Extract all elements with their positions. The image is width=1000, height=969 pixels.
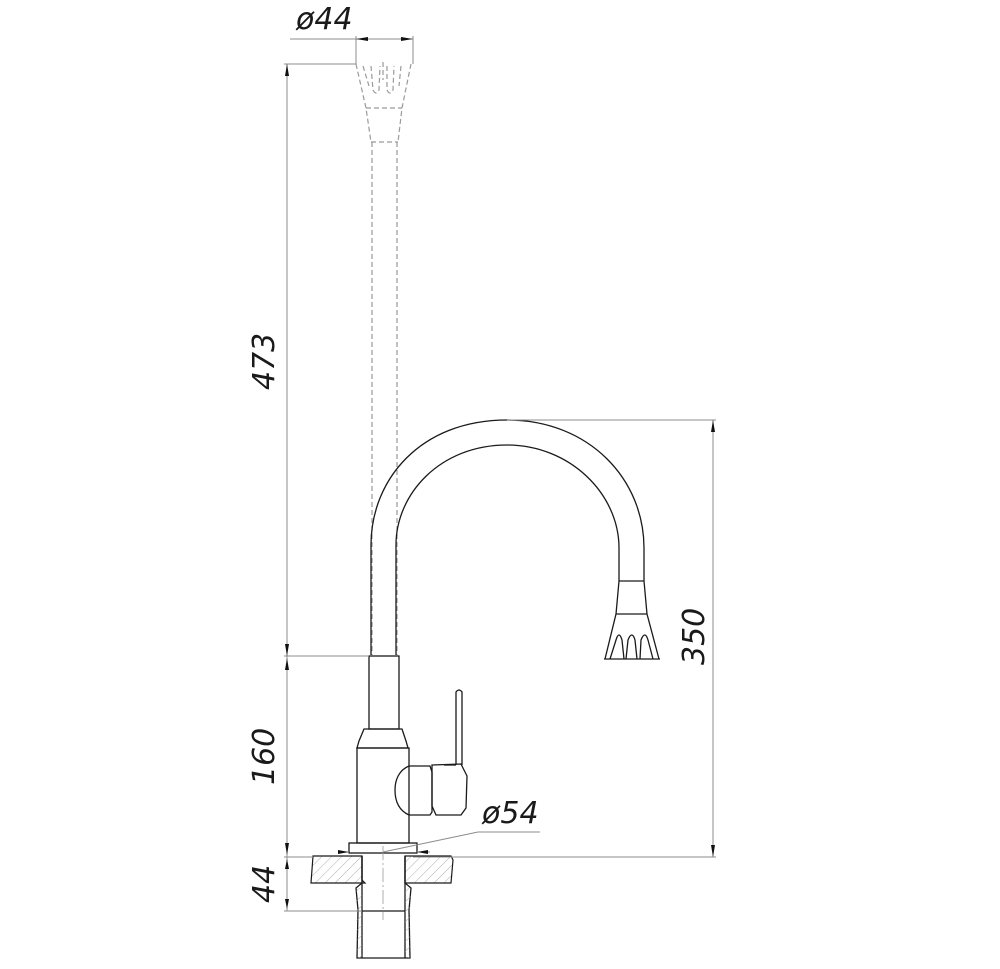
dim-label-spout-height: 350 bbox=[677, 608, 712, 665]
raised-spout-hidden-outline bbox=[355, 62, 412, 655]
dim-label-mount-length: 44 bbox=[247, 865, 282, 903]
faucet-body bbox=[348, 655, 468, 854]
aerator bbox=[604, 580, 660, 660]
dimension-mount-length: 44 bbox=[247, 857, 362, 912]
dim-label-raised-height: 473 bbox=[247, 333, 282, 390]
dimension-spout-diameter: ø44 bbox=[290, 2, 414, 64]
dim-label-base-diameter: ø54 bbox=[481, 796, 539, 831]
dimension-spout-height: 350 bbox=[413, 419, 716, 858]
dimension-body-height: 160 bbox=[247, 656, 313, 858]
dimension-raised-height: 473 bbox=[247, 63, 369, 657]
dimension-base-diameter: ø54 bbox=[338, 796, 540, 854]
gooseneck-spout bbox=[370, 419, 660, 660]
dim-label-body-height: 160 bbox=[247, 728, 282, 785]
dim-label-spout-diameter: ø44 bbox=[295, 2, 353, 37]
countertop-section bbox=[310, 846, 454, 959]
